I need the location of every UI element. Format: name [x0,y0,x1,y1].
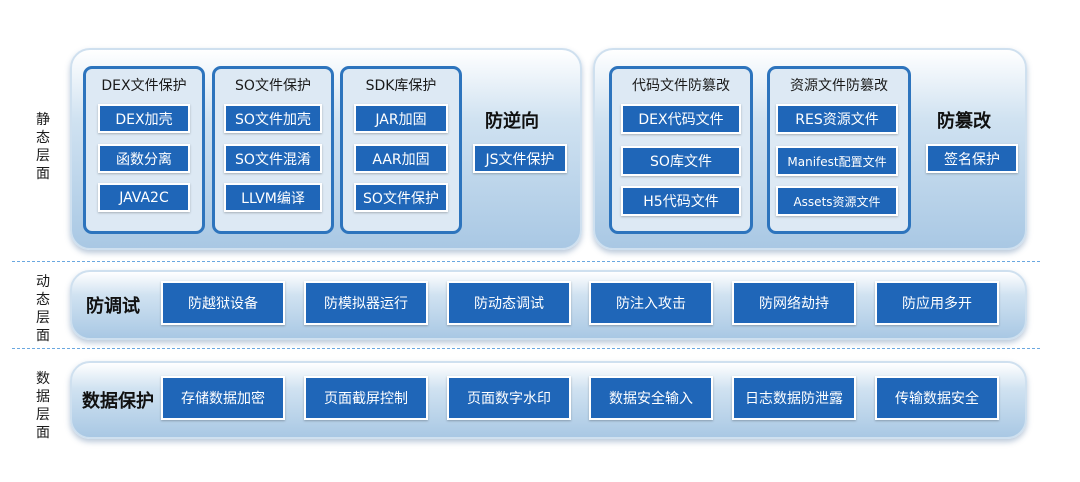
anti-tamper-title: 防篡改 [937,111,991,132]
code-tamper-group: 代码文件防篡改 DEX代码文件 SO库文件 H5代码文件 [609,66,753,234]
anti-injection-box: 防注入攻击 [589,281,713,325]
so-shell-box: SO文件加壳 [224,104,322,133]
function-split-box: 函数分离 [98,144,190,173]
llvm-compile-box: LLVM编译 [224,183,322,212]
anti-network-hijack-box: 防网络劫持 [732,281,856,325]
secure-input-box: 数据安全输入 [589,376,713,420]
group-title: 代码文件防篡改 [632,78,730,94]
so-obfuscate-box: SO文件混淆 [224,144,322,173]
sdk-protect-group: SDK库保护 JAR加固 AAR加固 SO文件保护 [340,66,462,234]
aar-harden-box: AAR加固 [354,144,448,173]
assets-file-box: Assets资源文件 [776,186,898,216]
data-protect-panel: 数据保护 存储数据加密 页面截屏控制 页面数字水印 数据安全输入 日志数据防泄露… [70,361,1027,439]
anti-tamper-panel: 代码文件防篡改 DEX代码文件 SO库文件 H5代码文件 资源文件防篡改 RES… [593,48,1027,250]
digital-watermark-box: 页面数字水印 [447,376,571,420]
anti-debug-title: 防调试 [86,296,140,317]
anti-reverse-title: 防逆向 [485,111,539,132]
data-protect-title: 数据保护 [82,391,154,412]
screenshot-control-box: 页面截屏控制 [304,376,428,420]
group-title: 资源文件防篡改 [790,78,888,94]
so-protect-group: SO文件保护 SO文件加壳 SO文件混淆 LLVM编译 [212,66,334,234]
res-file-box: RES资源文件 [776,104,898,134]
js-protect-box: JS文件保护 [473,144,567,173]
anti-reverse-panel: DEX文件保护 DEX加壳 函数分离 JAVA2C SO文件保护 SO文件加壳 … [70,48,582,250]
transport-security-box: 传输数据安全 [875,376,999,420]
anti-emulator-box: 防模拟器运行 [304,281,428,325]
group-title: SO文件保护 [235,78,311,94]
layer-label-dynamic: 动态层面 [36,274,50,344]
manifest-file-box: Manifest配置文件 [776,146,898,176]
anti-multi-open-box: 防应用多开 [875,281,999,325]
dex-code-file-box: DEX代码文件 [621,104,741,134]
dex-protect-group: DEX文件保护 DEX加壳 函数分离 JAVA2C [83,66,205,234]
h5-code-file-box: H5代码文件 [621,186,741,216]
log-leak-prevent-box: 日志数据防泄露 [732,376,856,420]
group-title: DEX文件保护 [101,78,187,94]
divider-static-dynamic [12,261,1040,262]
layer-label-static: 静态层面 [36,112,50,182]
anti-debug-panel: 防调试 防越狱设备 防模拟器运行 防动态调试 防注入攻击 防网络劫持 防应用多开 [70,270,1027,340]
storage-encrypt-box: 存储数据加密 [161,376,285,420]
group-title: SDK库保护 [365,78,437,94]
jar-harden-box: JAR加固 [354,104,448,133]
so-file-protect-box: SO文件保护 [354,183,448,212]
java2c-box: JAVA2C [98,183,190,212]
signature-protect-box: 签名保护 [926,144,1018,173]
dex-shell-box: DEX加壳 [98,104,190,133]
divider-dynamic-data [12,348,1040,349]
layer-label-data: 数据层面 [36,371,50,441]
anti-dynamic-debug-box: 防动态调试 [447,281,571,325]
anti-jailbreak-box: 防越狱设备 [161,281,285,325]
res-tamper-group: 资源文件防篡改 RES资源文件 Manifest配置文件 Assets资源文件 [767,66,911,234]
so-lib-file-box: SO库文件 [621,146,741,176]
